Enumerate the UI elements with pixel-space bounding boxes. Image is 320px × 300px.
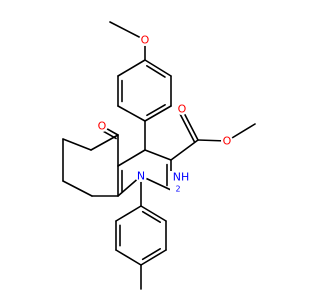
double-bond-t3-t4 [141,248,161,261]
molecule-structure: O O O O N NH 2 [62,21,256,290]
bond-p1-p2 [144,59,172,77]
bond-layer [62,21,256,290]
ester-carbonyl-oxygen: O [176,103,188,116]
bond-c4-c4a [117,149,146,167]
double-bond-cE-oC [177,110,196,143]
atom-label-layer: O O O O N NH 2 [96,34,233,194]
bond-p6-p1 [117,59,146,77]
ketone-oxygen-label: O [98,120,107,133]
methoxy-oxygen-label: O [141,34,150,47]
double-bond-p3-p4 [146,103,166,117]
ester-carbonyl-oxygen-label: O [178,103,187,116]
bond-meC-oMe [109,21,146,41]
bond-c3-cE [170,139,199,161]
bond-c4-c3 [144,149,172,161]
ring-nitrogen-label: N [137,170,145,183]
ester-oxygen-label: O [223,135,232,148]
bond-t1-t2 [140,205,167,222]
bond-p4-p5 [117,105,146,122]
bond-t6-t1 [115,205,142,222]
amino-label: NH [173,171,190,184]
bond-t3-t4 [140,249,167,266]
bond-c6-c7 [62,138,92,151]
ring-nitrogen: N [135,170,147,183]
double-bond-p1-p2 [146,65,166,78]
ketone-oxygen: O [96,120,108,133]
bond-c8-c8b [62,180,93,197]
amino-group: NH 2 [170,171,200,194]
amino-subscript: 2 [175,185,180,194]
bond-p3-p4 [144,105,172,122]
bond-t4-t5 [115,249,142,266]
ester-oxygen: O [221,135,233,148]
double-bond-t1-t2 [141,210,161,223]
methoxy-oxygen: O [139,34,151,47]
